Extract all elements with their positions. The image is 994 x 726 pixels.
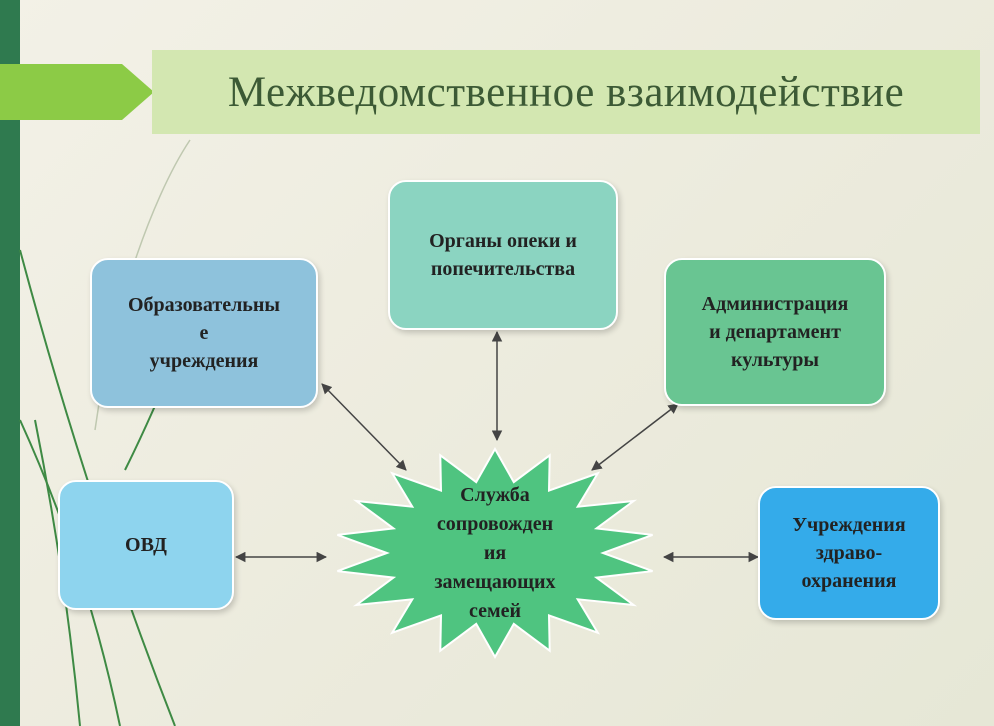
center-starburst (337, 446, 653, 660)
node-healthcare: Учреждения здраво- охранения (758, 486, 940, 620)
arrow-administration-center (591, 403, 679, 471)
page-title: Межведомственное взаимодействие (227, 68, 905, 116)
left-accent-bar (0, 0, 20, 726)
title-banner: Межведомственное взаимодействие (152, 50, 980, 134)
node-education: Образовательны е учреждения (90, 258, 318, 408)
node-ovd: ОВД (58, 480, 234, 610)
arrow-education-center (321, 383, 407, 471)
node-administration: Администрация и департамент культуры (664, 258, 886, 406)
title-arrow-shape (0, 64, 154, 120)
node-guardianship: Органы опеки и попечительства (388, 180, 618, 330)
center-node-label: Служба сопровожден ия замещающих семей (434, 483, 556, 622)
